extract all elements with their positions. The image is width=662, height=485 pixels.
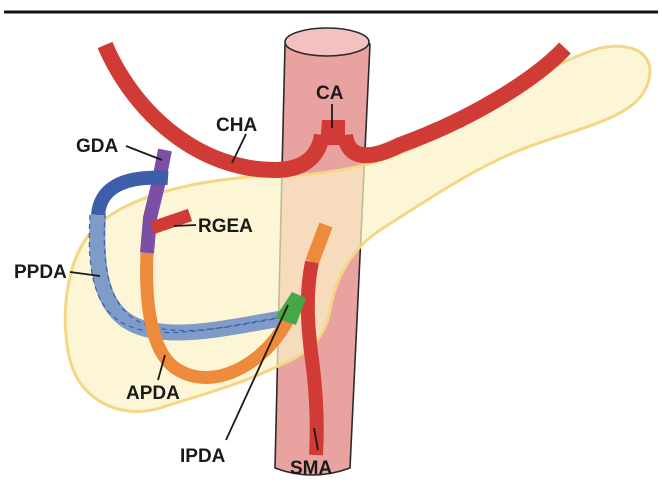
label-rgea: RGEA (198, 216, 253, 237)
label-cha: CHA (216, 115, 257, 136)
label-ipda: IPDA (180, 446, 226, 467)
label-gda: GDA (76, 136, 119, 157)
gda-leader (126, 146, 162, 160)
label-apda: APDA (126, 383, 180, 404)
rgea-leader (174, 225, 196, 226)
label-sma: SMA (290, 458, 333, 479)
label-ca: CA (316, 83, 344, 104)
aorta-top-cap (285, 28, 369, 56)
label-ppda: PPDA (14, 262, 67, 283)
